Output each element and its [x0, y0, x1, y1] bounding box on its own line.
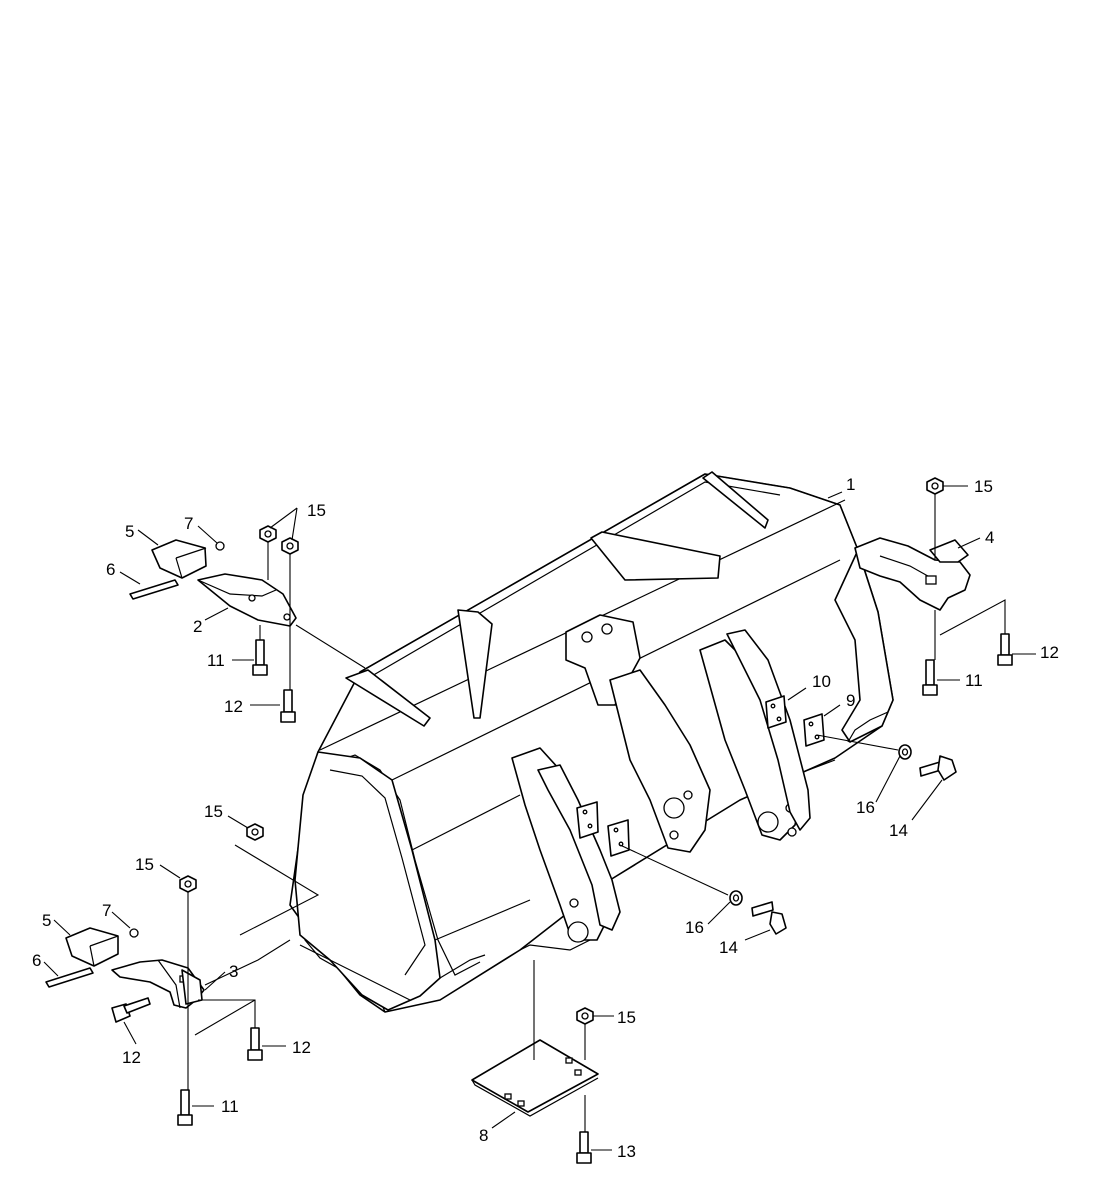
callout-7-upper: 7 [184, 514, 193, 533]
callout-8: 8 [479, 1126, 488, 1145]
bolt-14-right [919, 755, 957, 781]
callout-16-right: 16 [856, 798, 875, 817]
nut-15-right [926, 477, 944, 495]
washer-16-mid [729, 890, 743, 906]
bolt-12-lower-side [111, 997, 151, 1023]
callout-16-mid: 16 [685, 918, 704, 937]
callout-15-upper-left: 15 [307, 501, 326, 520]
callout-12-lower-side: 12 [122, 1048, 141, 1067]
nut-15-upper-b [281, 537, 299, 555]
callout-5-upper: 5 [125, 522, 134, 541]
callout-11-right: 11 [965, 671, 983, 690]
callout-7-lower: 7 [102, 901, 111, 920]
nut-15-lower-b [179, 875, 197, 893]
bolt-12-upper-left [280, 689, 296, 723]
bolt-14-mid [751, 901, 787, 935]
part-2-edge-protector [197, 573, 297, 627]
bolt-12-right [997, 633, 1013, 666]
callout-3: 3 [229, 962, 238, 981]
callout-14-mid: 14 [719, 938, 738, 957]
callout-6-upper: 6 [106, 560, 115, 579]
callout-1: 1 [846, 475, 855, 494]
callout-labels: 1 2 3 4 5 5 6 6 7 7 8 9 10 11 11 11 12 1… [32, 475, 1059, 1161]
bolt-13-bottom [576, 1131, 592, 1164]
part-5-tooth-lower [65, 927, 119, 967]
bolt-11-right [922, 659, 938, 696]
callout-10: 10 [812, 672, 831, 691]
callout-9: 9 [846, 691, 855, 710]
bolt-12-lower-vertical [247, 1027, 263, 1061]
callout-11-lower-left: 11 [221, 1097, 239, 1116]
callout-12-right: 12 [1040, 643, 1059, 662]
callout-5-lower: 5 [42, 911, 51, 930]
callout-15-bottom: 15 [617, 1008, 636, 1027]
callout-11-upper-left: 11 [207, 651, 225, 670]
callout-12-upper-left: 12 [224, 697, 243, 716]
nut-15-upper-a [259, 525, 277, 543]
callout-4: 4 [985, 528, 994, 547]
part-7-retainer-lower [129, 928, 139, 938]
bolt-11-lower-left [177, 1089, 193, 1126]
pad-mid-b [607, 819, 630, 857]
part-4-edge-protector [854, 537, 971, 611]
nut-15-lower-a [246, 823, 264, 841]
bucket-body [289, 471, 894, 1013]
callout-15-right: 15 [974, 477, 993, 496]
part-6-pin-lower [45, 967, 94, 988]
callout-6-lower: 6 [32, 951, 41, 970]
callout-14-right: 14 [889, 821, 908, 840]
part-7-retainer-upper [215, 541, 225, 551]
washer-16-right [898, 744, 912, 760]
part-8-wear-plate [471, 1039, 599, 1117]
pad-mid-a [576, 801, 599, 839]
part-9-pad [803, 713, 825, 747]
callout-2: 2 [193, 617, 202, 636]
bolt-11-upper-left [252, 639, 268, 676]
assembly-lines [43, 485, 1036, 1151]
part-5-tooth-upper [151, 539, 207, 579]
part-3-edge-protector [111, 959, 205, 1009]
nut-15-bottom [576, 1007, 594, 1025]
part-10-pad [765, 695, 787, 729]
callout-15-lower-a: 15 [204, 802, 223, 821]
part-6-pin-upper [129, 579, 179, 600]
callout-12-lower-vertical: 12 [292, 1038, 311, 1057]
callout-15-lower-b: 15 [135, 855, 154, 874]
callout-13: 13 [617, 1142, 636, 1161]
